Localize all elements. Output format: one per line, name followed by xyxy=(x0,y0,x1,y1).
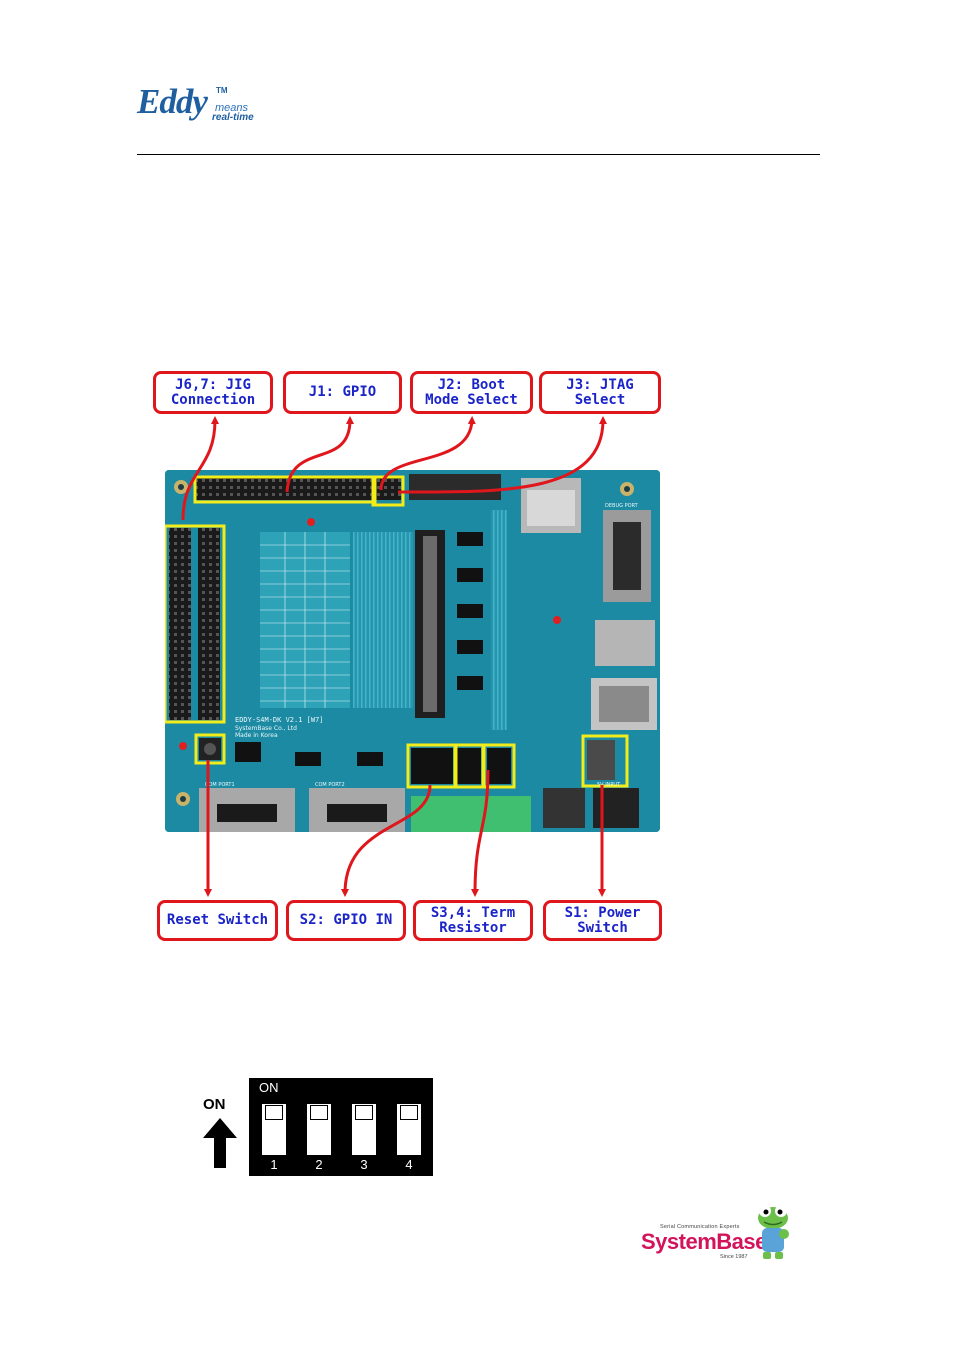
systembase-tagline: Serial Communication Experts xyxy=(660,1224,740,1230)
callout-term-resistor: S3,4: Term Resistor xyxy=(413,900,533,941)
callout-gpio-text: J1: GPIO xyxy=(308,384,377,400)
board-maker-label: SystemBase Co., Ltd xyxy=(235,725,297,732)
dip-knob-3 xyxy=(355,1105,373,1120)
callout-jig-connection: J6,7: JIG Connection xyxy=(153,371,273,414)
callout-gpio-in: S2: GPIO IN xyxy=(286,900,406,941)
dip-number-1: 1 xyxy=(270,1157,278,1172)
dip-on-arrow-label: ON xyxy=(203,1096,226,1113)
eddy-logo-realtime: real-time xyxy=(212,112,254,123)
dip-switch-on-label: ON xyxy=(259,1080,279,1095)
callout-gpio-in-text: S2: GPIO IN xyxy=(299,912,393,928)
callout-jtag-select: J3: JTAG Select xyxy=(539,371,661,414)
callout-term-resistor-text: S3,4: Term Resistor xyxy=(430,904,516,936)
callout-reset-switch-text: Reset Switch xyxy=(166,912,269,928)
callout-boot-mode-text: J2: Boot Mode Select xyxy=(425,376,518,408)
dip-knob-1 xyxy=(265,1105,283,1120)
callout-boot-mode: J2: Boot Mode Select xyxy=(410,371,533,414)
systembase-logo: SystemBase xyxy=(641,1229,767,1254)
frog-mascot-icon xyxy=(758,1205,789,1259)
arrow-term xyxy=(471,769,490,897)
board-com-port1-label: COM PORT1 xyxy=(205,782,235,788)
dip-number-4: 4 xyxy=(405,1157,413,1172)
dev-board-illustration: EDDY-S4M-DK V2.1 [W7] SystemBase Co., Lt… xyxy=(165,470,660,832)
callout-gpio: J1: GPIO xyxy=(283,371,402,414)
dev-board-photo: EDDY-S4M-DK V2.1 [W7] SystemBase Co., Lt… xyxy=(165,470,660,832)
board-model-label: EDDY-S4M-DK V2.1 [W7] xyxy=(235,716,324,724)
dip-number-3: 3 xyxy=(360,1157,368,1172)
up-arrow-icon xyxy=(203,1118,237,1168)
arrow-gpio-in xyxy=(341,784,432,897)
header-divider xyxy=(137,154,820,155)
dip-knob-4 xyxy=(400,1105,418,1120)
callout-jtag-select-text: J3: JTAG Select xyxy=(566,376,634,408)
systembase-since: Since 1987 xyxy=(720,1254,748,1260)
callout-power-switch-text: S1: Power Switch xyxy=(564,904,641,936)
arrow-jtag xyxy=(397,416,607,494)
eddy-logo-means: means xyxy=(215,102,249,114)
arrow-jig xyxy=(181,416,219,521)
board-com-port2-label: COM PORT2 xyxy=(315,782,345,788)
dip-knob-2 xyxy=(310,1105,328,1120)
callout-jig-connection-text: J6,7: JIG Connection xyxy=(170,376,256,408)
board-debug-port-label: DEBUG PORT xyxy=(605,503,639,509)
arrow-boot xyxy=(379,416,476,491)
board-dc-input-label: 5V INPUT xyxy=(597,782,621,788)
dip-number-2: 2 xyxy=(315,1157,323,1172)
eddy-logo: Eddy xyxy=(137,82,208,121)
arrow-gpio xyxy=(285,416,354,493)
eddy-logo-tm: TM xyxy=(216,86,228,95)
board-origin-label: Made in Korea xyxy=(235,732,278,739)
callout-power-switch: S1: Power Switch xyxy=(543,900,662,941)
callout-reset-switch: Reset Switch xyxy=(157,900,278,941)
